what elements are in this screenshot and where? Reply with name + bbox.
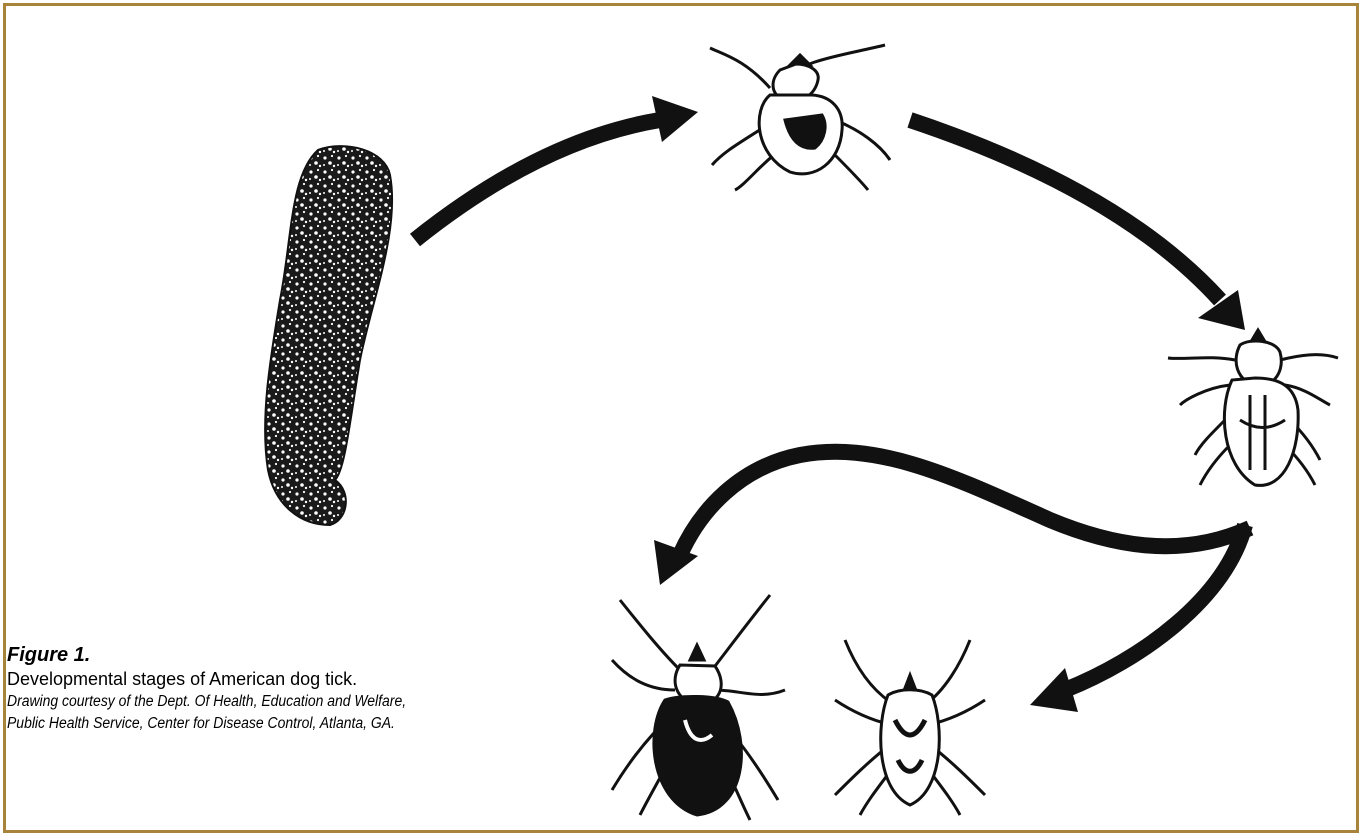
arrow-nymph-to-male [1030,525,1245,712]
egg-mass-icon [265,146,392,525]
figure-caption: Figure 1. Developmental stages of Americ… [7,643,767,734]
nymph-tick-icon [1168,330,1338,485]
figure-description: Developmental stages of American dog tic… [7,668,767,690]
figure-credit-line-2: Public Health Service, Center for Diseas… [7,714,691,734]
adult-male-tick-icon [835,640,985,815]
arrow-nymph-to-female [654,452,1250,585]
figure-title: Figure 1. [7,643,767,667]
figure-credit-line-1: Drawing courtesy of the Dept. Of Health,… [7,692,691,712]
arrow-egg-to-larva [415,96,698,240]
larva-tick-icon [710,45,890,190]
arrow-larva-to-nymph [910,120,1245,330]
